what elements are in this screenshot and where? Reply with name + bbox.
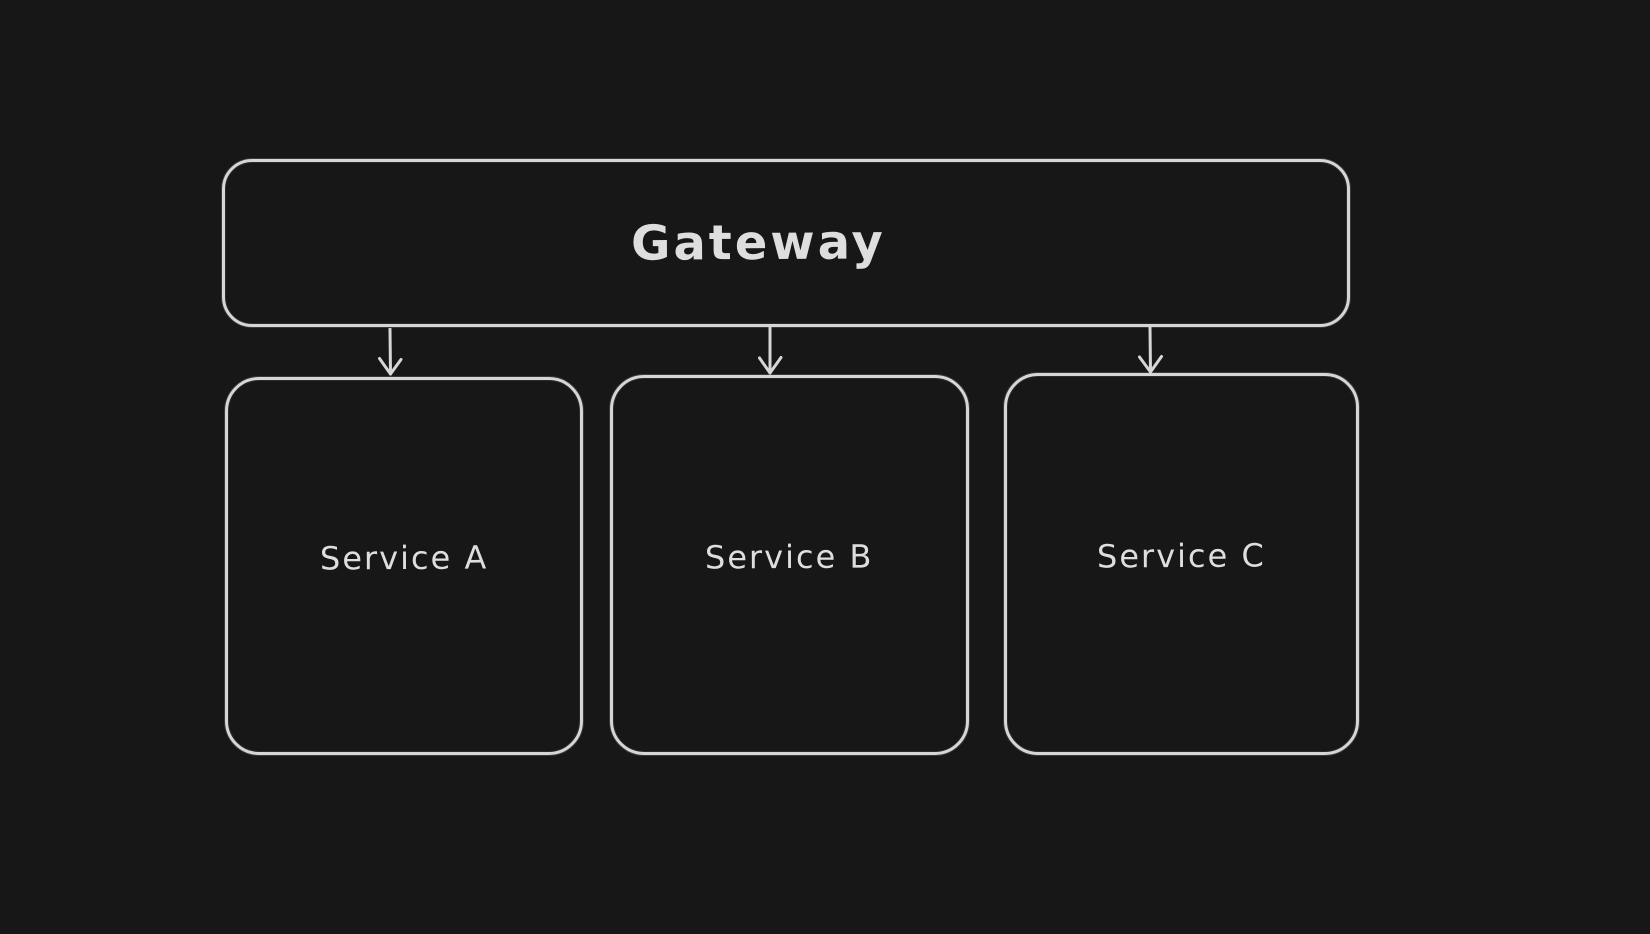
node-gateway-label: Gateway <box>630 214 886 272</box>
arrow-gateway-to-service-a-icon <box>368 328 412 378</box>
arrow-gateway-to-service-c-icon <box>1128 326 1172 376</box>
node-service-c: Service C <box>1004 373 1359 755</box>
node-service-b: Service B <box>610 375 969 755</box>
node-service-b-label: Service B <box>705 537 874 577</box>
node-service-c-label: Service C <box>1097 536 1266 576</box>
node-service-a: Service A <box>225 377 583 755</box>
node-service-a-label: Service A <box>319 538 489 578</box>
arrow-gateway-to-service-b-icon <box>748 327 792 377</box>
node-gateway: Gateway <box>222 159 1350 327</box>
